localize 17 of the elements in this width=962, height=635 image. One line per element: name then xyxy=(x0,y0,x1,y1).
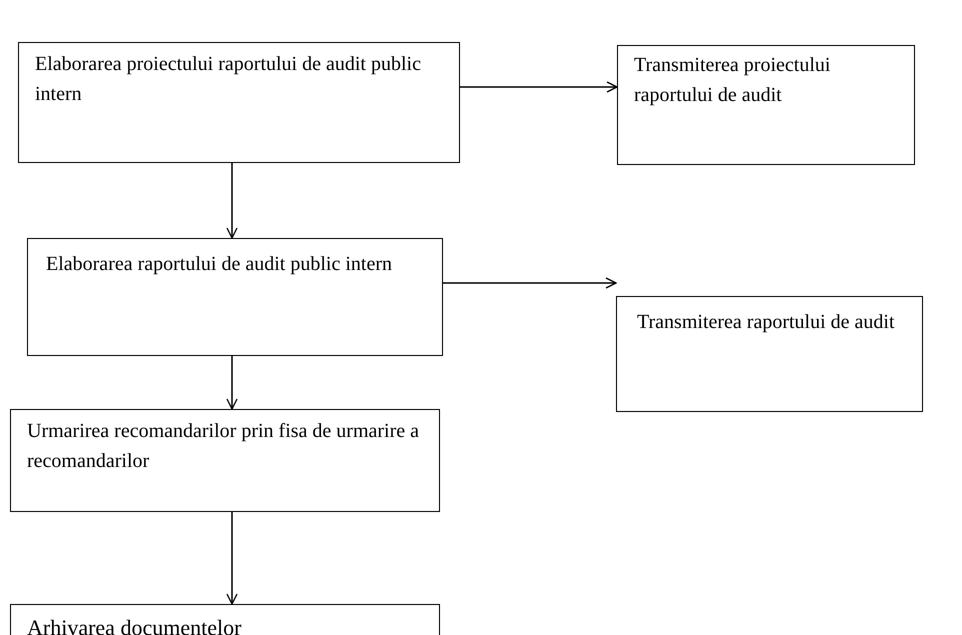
box-text: Transmiterea proiectului raportului de audit xyxy=(634,53,832,108)
process-box xyxy=(27,238,443,356)
arrow xyxy=(226,163,238,239)
arrow xyxy=(443,277,617,289)
process-box xyxy=(616,296,923,412)
process-box xyxy=(10,409,440,512)
process-box xyxy=(10,604,440,635)
arrow xyxy=(226,356,238,410)
box-text: Elaborarea proiectului raportului de audit public intern xyxy=(35,52,422,107)
arrow xyxy=(226,512,238,605)
box-text: Urmarirea recomandarilor prin fisa de urmarire a recomandarilor xyxy=(27,419,420,474)
arrow xyxy=(460,81,618,93)
process-box xyxy=(617,45,915,165)
box-text: Transmiterea raportului de audit xyxy=(637,310,896,335)
box-text: Elaborarea raportului de audit public intern xyxy=(46,252,393,277)
box-text: Arhivarea documentelor xyxy=(27,614,242,635)
process-box xyxy=(18,42,460,163)
